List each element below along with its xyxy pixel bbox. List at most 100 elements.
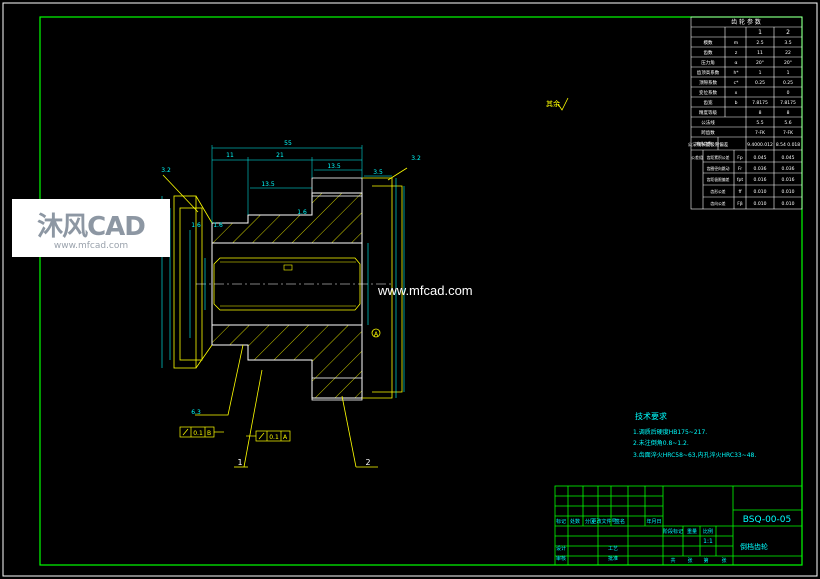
watermark-logo: 沐风CAD www.mfcad.com [12,199,170,257]
param-row-symbol: x [735,91,738,96]
leader-label-2: 2 [365,458,370,467]
tol1-value: 0.1 [193,430,203,437]
check-val1: 0.016 [754,177,767,183]
param-row-val2: 0.25 [783,80,793,86]
title-block-label: 签名 [615,518,625,525]
param-row-val1: 11 [757,50,763,56]
title-block-label: 张 [721,557,726,564]
title-block-label: 张 [687,557,692,564]
roughness-note: 其余 [546,99,560,108]
check-name: 齿圈径向跳动 [707,166,730,171]
dimension-label: 1.6 [191,222,201,229]
title-block-label: 工艺 [608,546,618,552]
check-symbol: fpt [737,177,743,183]
check-val2: 0.036 [782,166,795,172]
drawing-number: BSQ-00-05 [743,515,791,525]
param-row-name: 齿顶高系数 [697,69,720,76]
param-row-val1: 1 [759,70,762,76]
dimension-label: 55 [284,140,292,147]
title-block-label: 分区 [585,518,595,525]
gear-section-view: A [161,97,569,468]
check-name: 齿距累积公差 [707,155,730,160]
check-name: 齿向公差 [710,201,725,206]
parameter-table [690,16,803,210]
dimension-label: 6.3 [191,409,201,416]
param-row-name: 压力角 [701,59,715,66]
tech-req-title: 技术要求 [635,411,667,421]
title-block-label: 更改文件号 [591,518,616,525]
tech-req-1: 1.调质后硬度HB175~217. [633,428,707,436]
param-row-name: 公法线长度极限偏差 [688,141,729,148]
param-row-val2: 1 [787,70,790,76]
bore-chamfer [213,257,361,311]
check-symbol: Fβ [737,201,743,207]
check-name: 齿距极限偏差 [707,177,730,182]
param-row-val2: 7.8175 [780,100,796,106]
dimension-label: 3.5 [373,169,383,176]
title-block-label: 比例 [703,528,713,535]
param-row-name: 公法线 [701,119,715,126]
title-block-label: 第 [703,557,708,564]
param-row-val1: 7.8175 [752,100,768,106]
roughness-symbol-general [557,97,569,111]
param-row-symbol: b [735,100,738,106]
param-row-val1: 8 [759,110,762,116]
tolerance-frame-2: 0.1 A [255,430,291,442]
check-val2: 0.010 [782,201,795,207]
title-block-labels: 标记处数分区更改文件号签名年月日设计审核工艺批准阶段标记重量比例共张第张 [556,518,727,564]
check-group: 公差组 [691,154,703,160]
param-row-name: 变位系数 [699,89,717,96]
param-row-name: 齿数 [704,49,713,56]
check-symbol: Fp [737,155,743,161]
param-row-name: 顶隙系数 [699,79,717,86]
check-val1: 0.045 [754,155,767,161]
dimension-label: 3.2 [161,167,171,174]
tech-req-3: 3.齿面淬火HRC58~63,内孔淬火HRC33~48. [633,451,756,459]
param-row-val1: 2.5 [756,40,763,46]
param-row-val1: 0.25 [755,80,765,86]
check-symbol: Fr [738,166,742,172]
watermark-main-text: 沐风CAD [37,211,146,242]
scale-value: 1:1 [703,538,713,545]
param-row-val1: 20° [756,60,764,66]
part-name: 倒档齿轮 [740,542,768,551]
title-block [554,485,803,566]
tol2-value: 0.1 [269,434,279,441]
inner-frame [39,16,803,566]
tol2-datum: A [283,434,288,441]
dimension-label: 13.5 [261,181,275,188]
tech-req-2: 2.未注倒角0.8~1.2. [633,439,689,447]
param-row-name: 啮合齿数 [696,140,712,146]
lower-section-hatch [211,324,363,399]
upper-section-hatch [211,192,363,244]
param-row-val2: 0 [787,90,790,96]
svg-text:A: A [374,331,379,338]
tol1-datum: B [207,430,211,437]
param-row-name: 模数 [704,39,713,46]
title-block-label: 阶段标记 [663,528,683,535]
dimension-label: 1.6 [297,209,307,216]
param-row-val2: 7-FK [783,130,794,136]
title-block-label: 审核 [556,555,566,562]
check-val2: 0.016 [782,177,795,183]
check-val2: 0.045 [782,155,795,161]
title-block-label: 共 [670,557,675,564]
param-row-name: 跨齿数 [701,129,715,136]
param-row-symbol: h* [733,70,739,76]
tolerance-frame-1: 0.1 B [179,426,215,438]
dimension-label: 11 [226,152,234,159]
param-row-val2: 8 [787,110,790,116]
param-table-title: 齿 轮 参 数 [731,18,761,26]
check-val1: 0.036 [754,166,767,172]
param-col-1: 1 [758,29,762,36]
param-row-val2: 5.6 [784,120,791,126]
param-row-val1: 9.4000.012 [747,142,773,148]
param-row-val2: 8.54 0.018 [776,142,800,148]
check-symbol: ff [738,189,742,195]
dimension-label: 13.5 [327,163,341,170]
title-block-label: 重量 [687,528,697,535]
